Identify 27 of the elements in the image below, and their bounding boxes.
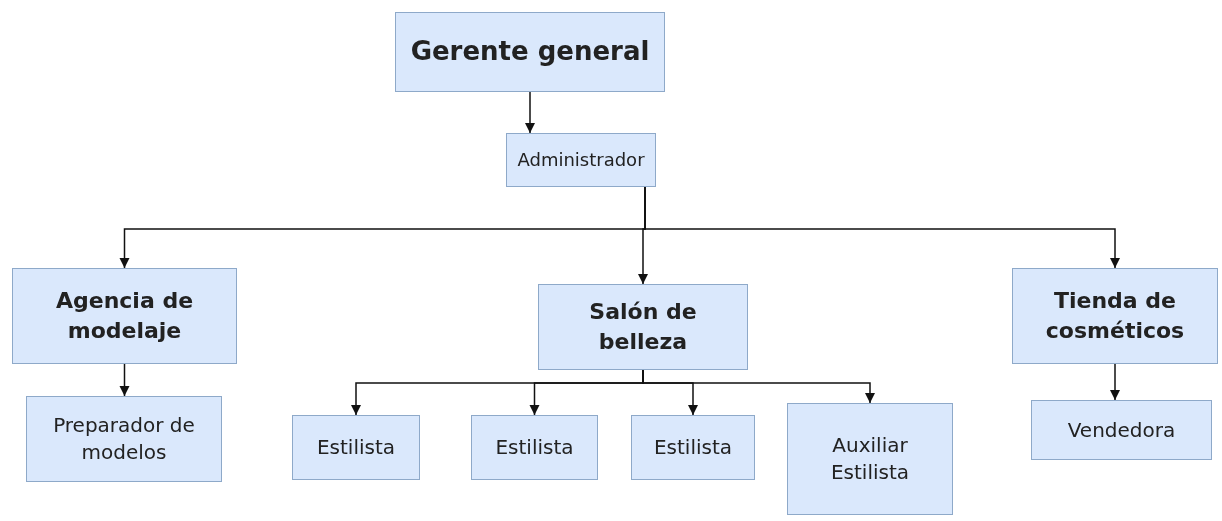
connector-arrow: [1109, 363, 1121, 401]
role-box: [631, 415, 755, 480]
department-box: [538, 284, 748, 370]
node-label: Preparador de modelos: [52, 412, 196, 466]
node-label: Estilista: [495, 434, 574, 461]
node-label: Estilista: [316, 434, 396, 461]
role-box: [292, 415, 420, 480]
connector-arrow: [119, 363, 130, 397]
connector-arrow: [642, 369, 876, 404]
node-label: Administrador: [517, 147, 645, 172]
role-box: [787, 403, 953, 515]
title-box: [395, 12, 665, 92]
connector-arrow: [524, 91, 536, 134]
department-box: [12, 268, 237, 364]
node-label: Tienda de cosméticos: [1044, 287, 1186, 345]
role-box: [26, 396, 222, 482]
role-box: [506, 133, 656, 187]
node-label: Estilista: [653, 434, 733, 461]
node-label: Auxiliar Estilista: [829, 432, 911, 486]
role-box: [471, 415, 598, 480]
connector-arrow: [644, 186, 1121, 269]
department-box: [1012, 268, 1218, 364]
node-label: Agencia de modelaje: [54, 287, 195, 345]
node-label: Salón de belleza: [588, 298, 698, 356]
node-label: Vendedora: [1067, 416, 1176, 444]
node-label: Gerente general: [410, 35, 650, 69]
role-box: [1031, 400, 1212, 460]
